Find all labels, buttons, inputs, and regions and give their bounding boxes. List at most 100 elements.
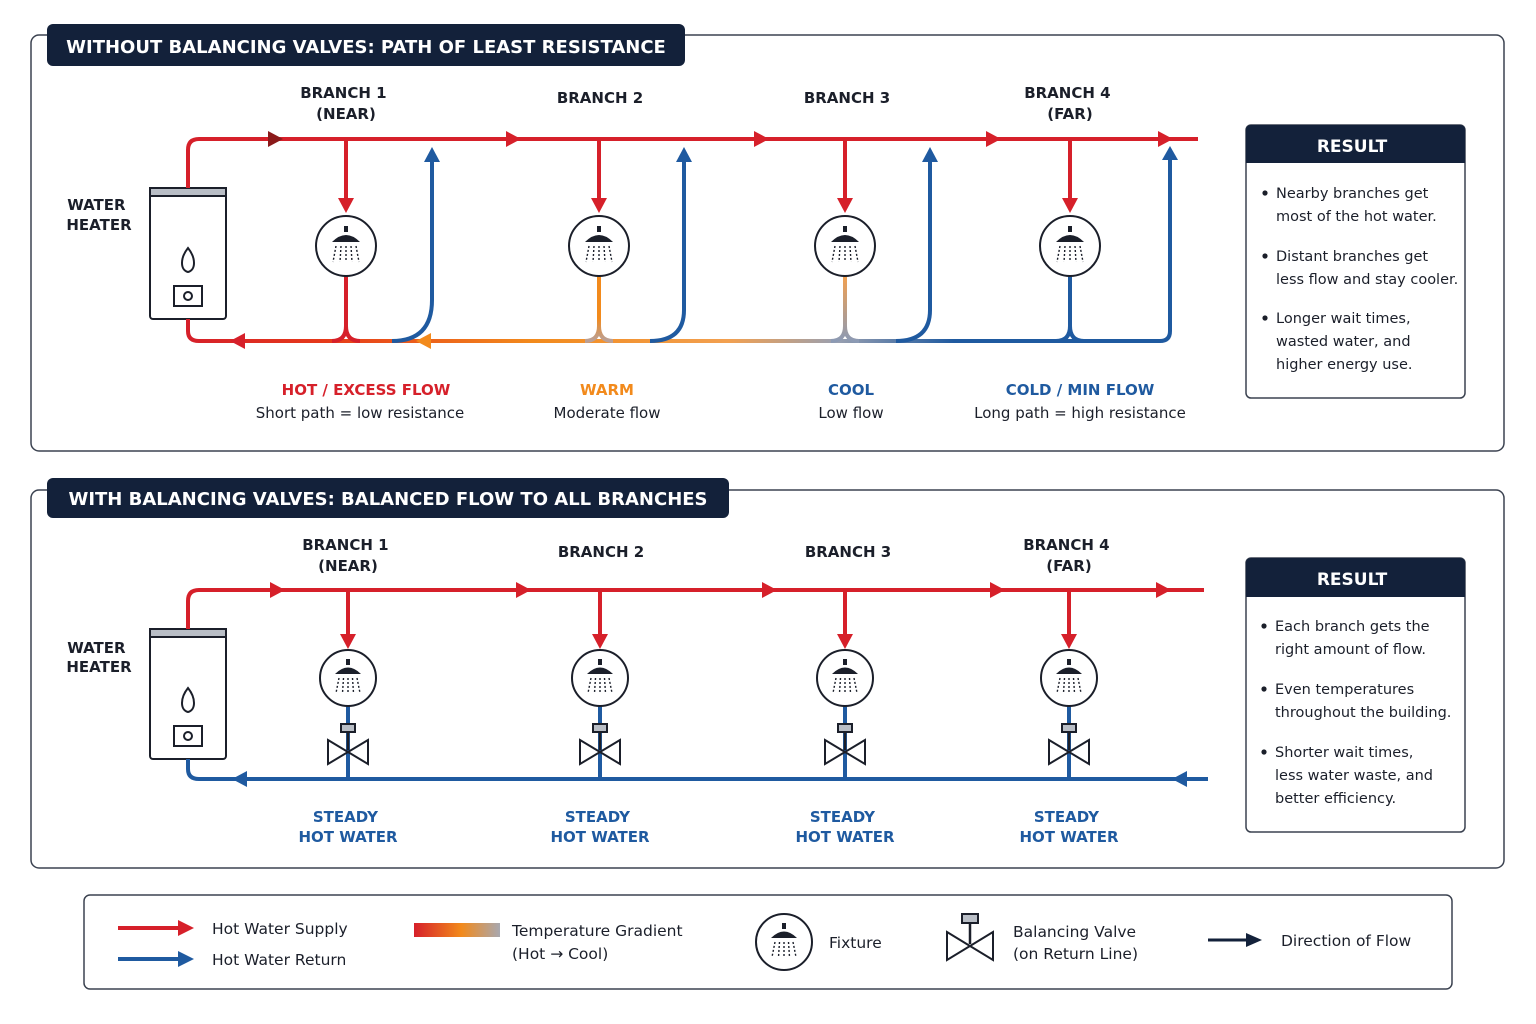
bottom-water-heater-icon [149,628,227,760]
top-supply-main [186,137,1198,188]
bottom-supply-arrow-1 [270,582,285,598]
top-branch-3-label: BRANCH 3 [804,89,890,107]
bottom-result-bullet-3a: Shorter wait times, [1275,745,1413,761]
top-fixture-4-icon [1039,215,1101,277]
bottom-return-arrow-1 [232,771,247,787]
bottom-supply-arrow-4 [990,582,1005,598]
bottom-status-2: STEADY HOT WATER [550,808,650,846]
top-water-heater-icon [149,187,227,320]
legend-supply-arrow-icon [118,920,194,936]
top-result-bullet-3a: Longer wait times, [1276,311,1411,327]
bottom-result-box: RESULT Each branch gets the right amount… [1245,557,1466,833]
top-result-bullet-2b: less flow and stay cooler. [1276,272,1458,288]
bottom-fixture-3-icon [816,649,874,707]
bottom-heater-label: WATER HEATER [66,639,132,676]
top-result-title: RESULT [1317,137,1388,157]
top-branch-1 [331,139,361,343]
top-supply-arrow-5 [1158,131,1173,147]
top-branch-2 [584,139,614,343]
top-title: WITHOUT BALANCING VALVES: PATH OF LEAST … [66,37,666,58]
bottom-supply-arrow-2 [516,582,531,598]
top-branch-1-label: BRANCH 1 (NEAR) [300,84,392,123]
legend-direction-arrow-icon [1208,933,1262,947]
top-branch-2-label: BRANCH 2 [557,89,643,107]
top-riser-3 [895,160,932,343]
bottom-return-arrow-2 [1172,771,1187,787]
top-status-1-desc: Short path = low resistance [256,404,465,422]
top-fixture-1-icon [315,215,377,277]
top-status-2-desc: Moderate flow [554,404,661,422]
top-result-bullet-1a: Nearby branches get [1276,186,1429,202]
bottom-panel: WITH BALANCING VALVES: BALANCED FLOW TO … [30,478,1505,869]
top-panel: WITHOUT BALANCING VALVES: PATH OF LEAST … [30,24,1505,452]
top-status-2-heading: WARM [580,381,634,399]
top-fixture-3-icon [814,215,876,277]
top-riser-arrow-2 [676,147,692,162]
top-supply-arrow-3 [754,131,769,147]
top-branch-4 [1055,139,1085,343]
legend-direction-label: Direction of Flow [1281,932,1412,950]
bottom-result-bullet-1a: Each branch gets the [1275,619,1430,635]
top-status-4-desc: Long path = high resistance [974,404,1186,422]
top-result-box: RESULT Nearby branches get most of the h… [1245,124,1466,399]
top-fixture-2-icon [568,215,630,277]
legend-gradient-label: Temperature Gradient (Hot → Cool) [511,922,688,963]
top-result-bullet-1b: most of the hot water. [1276,209,1437,225]
top-branch-4-label: BRANCH 4 (FAR) [1024,84,1116,123]
top-status-1-heading: HOT / EXCESS FLOW [282,381,451,399]
top-supply-arrow-4 [986,131,1001,147]
bottom-title: WITH BALANCING VALVES: BALANCED FLOW TO … [68,489,707,510]
top-riser-1 [391,160,434,343]
bottom-result-bullet-1b: right amount of flow. [1275,642,1426,658]
bottom-result-bullet-3c: better efficiency. [1275,791,1396,807]
bottom-branch-3-label: BRANCH 3 [805,543,891,561]
top-return-main [186,150,1172,343]
top-riser-2 [649,160,686,343]
bottom-supply-main [186,588,1204,629]
legend-supply-label: Hot Water Supply [212,920,348,938]
bottom-branch-2-label: BRANCH 2 [558,543,644,561]
bottom-return-main [186,759,1208,781]
top-riser-arrow-3 [922,147,938,162]
legend-return-arrow-icon [118,951,194,967]
bottom-status-1: STEADY HOT WATER [298,808,398,846]
bottom-result-bullet-2b: throughout the building. [1275,705,1451,721]
top-result-bullet-3c: higher energy use. [1276,357,1413,373]
bottom-branch-4-label: BRANCH 4 (FAR) [1023,536,1115,575]
bottom-result-bullet-2a: Even temperatures [1275,682,1414,698]
top-return-arrow-1 [230,333,245,349]
top-title-bar [47,24,685,66]
bottom-fixture-4-icon [1040,649,1098,707]
top-return-arrow-2 [416,333,431,349]
legend-gradient-swatch [414,923,500,937]
legend-fixture-label: Fixture [829,934,882,952]
legend-return-label: Hot Water Return [212,951,346,969]
top-return-arrow-end [1162,146,1178,160]
bottom-valve-4-icon [1048,723,1090,766]
bottom-supply-arrow-3 [762,582,777,598]
top-riser-arrow-1 [424,147,440,162]
bottom-result-title: RESULT [1317,570,1388,590]
top-branch-3 [830,139,860,343]
bottom-fixture-2-icon [571,649,629,707]
bottom-status-4: STEADY HOT WATER [1019,808,1119,846]
bottom-status-3: STEADY HOT WATER [795,808,895,846]
top-status-3-heading: COOL [828,381,875,399]
top-result-bullet-3b: wasted water, and [1276,334,1411,350]
bottom-result-bullet-3b: less water waste, and [1275,768,1433,784]
bottom-valve-2-icon [579,723,621,766]
legend-valve-label: Balancing Valve (on Return Line) [1013,923,1141,963]
legend-fixture-icon [755,913,813,971]
top-supply-arrow-2 [506,131,521,147]
top-result-bullet-2a: Distant branches get [1276,249,1428,265]
legend-valve-icon [946,913,994,962]
bottom-title-bar [47,478,729,518]
bottom-fixture-1-icon [319,649,377,707]
legend: Hot Water Supply Hot Water Return Temper… [83,894,1453,990]
bottom-branch-1-label: BRANCH 1 (NEAR) [302,536,394,575]
bottom-valve-3-icon [824,723,866,766]
bottom-valve-1-icon [327,723,369,766]
top-status-4-heading: COLD / MIN FLOW [1006,381,1155,399]
top-status-3-desc: Low flow [818,404,883,422]
